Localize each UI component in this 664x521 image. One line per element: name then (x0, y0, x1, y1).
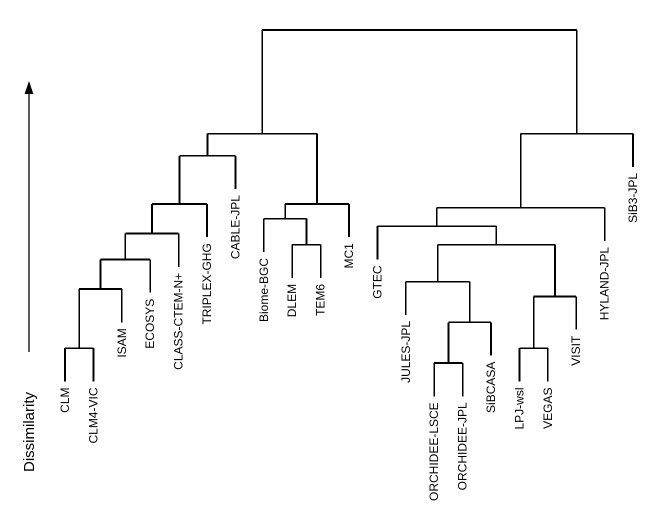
leaf-label: LPJ-wsl (512, 388, 526, 430)
leaf-label: MC1 (342, 243, 356, 269)
leaf-label: VISIT (569, 335, 583, 366)
leaf-label: HYLAND-JPL (598, 247, 612, 321)
leaf-label: SiB3-JPL (626, 173, 640, 223)
leaf-label: Biome-BGC (257, 258, 271, 322)
leaf-label: ECOSYS (143, 299, 157, 349)
leaf-label: CLM (58, 388, 72, 413)
leaf-label: TRIPLEX-GHG (200, 243, 214, 324)
leaf-label: ORCHIDEE-JPL (456, 402, 470, 490)
dendrogram-tree: CLM CLM4-VIC ISAM ECOSYS CLASS-CTEM-N+ TRIPLE… (58, 29, 640, 501)
leaf-label: SiBCASA (484, 362, 498, 413)
y-axis-arrow-head (24, 81, 34, 94)
leaf-label: ISAM (115, 328, 129, 357)
leaf-label: DLEM (285, 284, 299, 317)
leaf-label: CABLE-JPL (228, 195, 242, 259)
leaf-label: VEGAS (541, 388, 555, 429)
leaf-label: CLASS-CTEM-N+ (172, 273, 186, 370)
leaf-label: JULES-JPL (399, 321, 413, 383)
leaf-label: ORCHIDEE-LSCE (427, 402, 441, 501)
y-axis-label: Dissimilarity (21, 392, 38, 472)
y-axis: Dissimilarity (21, 81, 38, 472)
leaf-label: TEM6 (314, 284, 328, 316)
leaf-label: GTEC (370, 265, 384, 299)
leaf-label: CLM4-VIC (86, 387, 100, 443)
